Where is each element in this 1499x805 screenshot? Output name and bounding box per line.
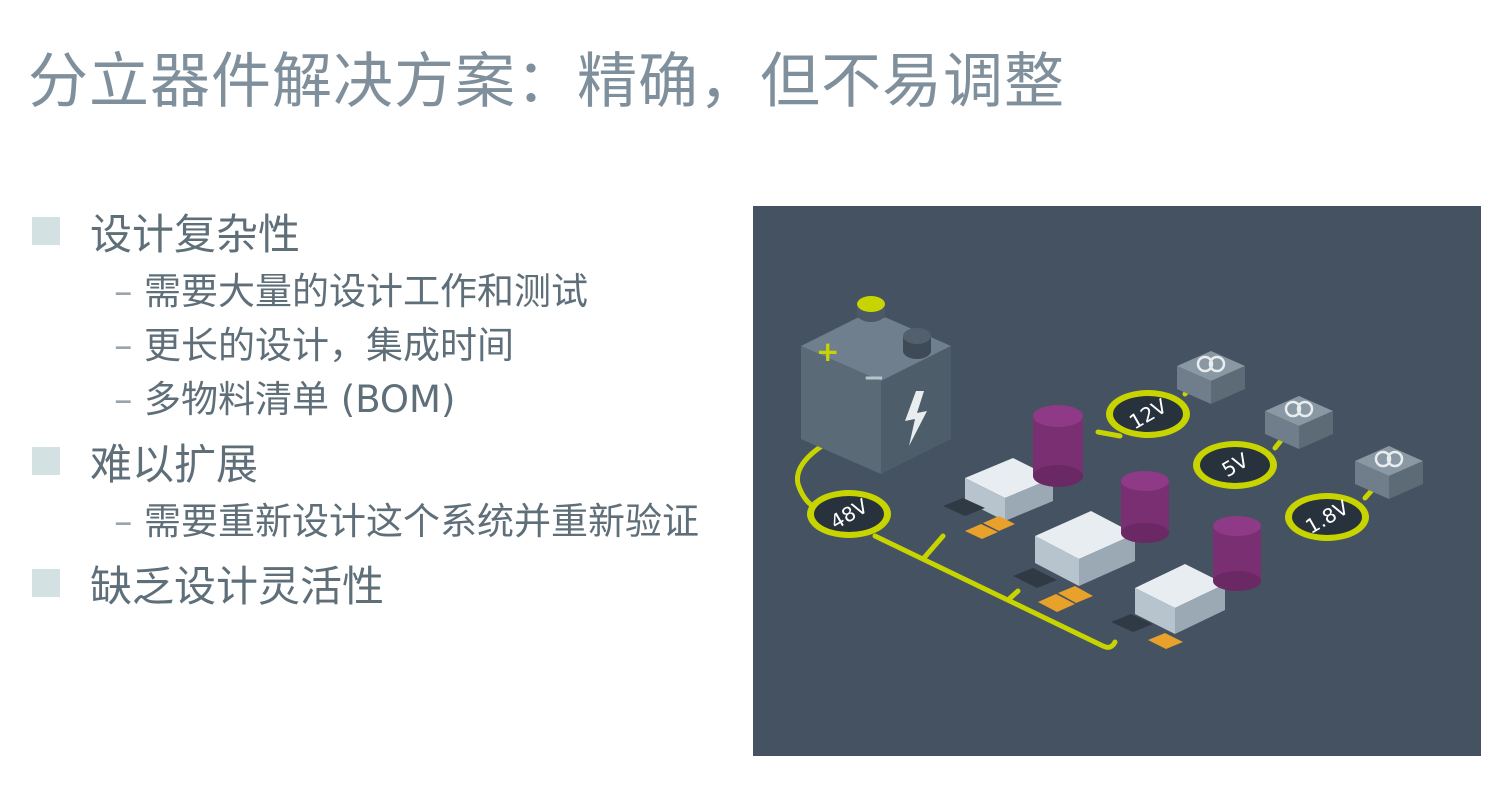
- capacitor-3: [1213, 516, 1261, 591]
- load-block-2: [1265, 396, 1333, 449]
- converter-module-3: [1111, 564, 1225, 649]
- bullet-square-icon: [32, 447, 60, 475]
- bullet-item: 难以扩展: [32, 430, 732, 492]
- battery-plus-icon: +: [816, 335, 839, 368]
- bullet-item: 设计复杂性: [32, 200, 732, 262]
- bullet-list: 设计复杂性 – 需要大量的设计工作和测试 – 更长的设计，集成时间 – 多物料清…: [32, 200, 732, 614]
- load-icon: [1374, 450, 1392, 468]
- bullet-text: 设计复杂性: [90, 209, 301, 259]
- sub-bullet-item: – 多物料清单 (BOM): [32, 376, 732, 424]
- converter-module-2: [1013, 511, 1135, 612]
- load-block-1: [1177, 351, 1245, 404]
- battery: + −: [801, 296, 951, 474]
- load-icon: [1284, 400, 1302, 418]
- bullet-text: 缺乏设计灵活性: [90, 561, 385, 611]
- dash-marker: –: [114, 500, 133, 543]
- voltage-badge-12v: 12V: [1106, 390, 1190, 438]
- dash-marker: –: [114, 270, 133, 313]
- capacitor-2: [1121, 471, 1169, 543]
- dash-marker: –: [114, 324, 133, 367]
- sub-bullet-item: – 更长的设计，集成时间: [32, 322, 732, 370]
- converter-module-1: [943, 458, 1053, 539]
- slide-title: 分立器件解决方案：精确，但不易调整: [28, 47, 1065, 117]
- battery-minus-icon: −: [863, 363, 885, 393]
- bullet-item: 缺乏设计灵活性: [32, 552, 732, 614]
- bullet-square-icon: [32, 217, 60, 245]
- power-system-illustration: + − 48V: [753, 206, 1481, 756]
- bullet-text: 难以扩展: [90, 439, 259, 489]
- load-block-3: [1355, 446, 1423, 499]
- sub-bullet-text: 需要大量的设计工作和测试: [144, 270, 588, 313]
- sub-bullet-text: 需要重新设计这个系统并重新验证: [144, 500, 699, 543]
- capacitor-1: [1033, 405, 1083, 487]
- dash-marker: –: [114, 378, 133, 421]
- bullet-square-icon: [32, 569, 60, 597]
- sub-bullet-item: – 需要大量的设计工作和测试: [32, 268, 732, 316]
- voltage-badge-48v: 48V: [807, 490, 891, 538]
- sub-bullet-item: – 需要重新设计这个系统并重新验证: [32, 498, 732, 546]
- load-icon: [1196, 355, 1214, 373]
- sub-bullet-text: 更长的设计，集成时间: [144, 324, 514, 367]
- voltage-badge-1-8v: 1.8V: [1285, 493, 1369, 541]
- sub-bullet-text: 多物料清单 (BOM): [144, 378, 456, 421]
- voltage-badge-5v: 5V: [1193, 441, 1277, 489]
